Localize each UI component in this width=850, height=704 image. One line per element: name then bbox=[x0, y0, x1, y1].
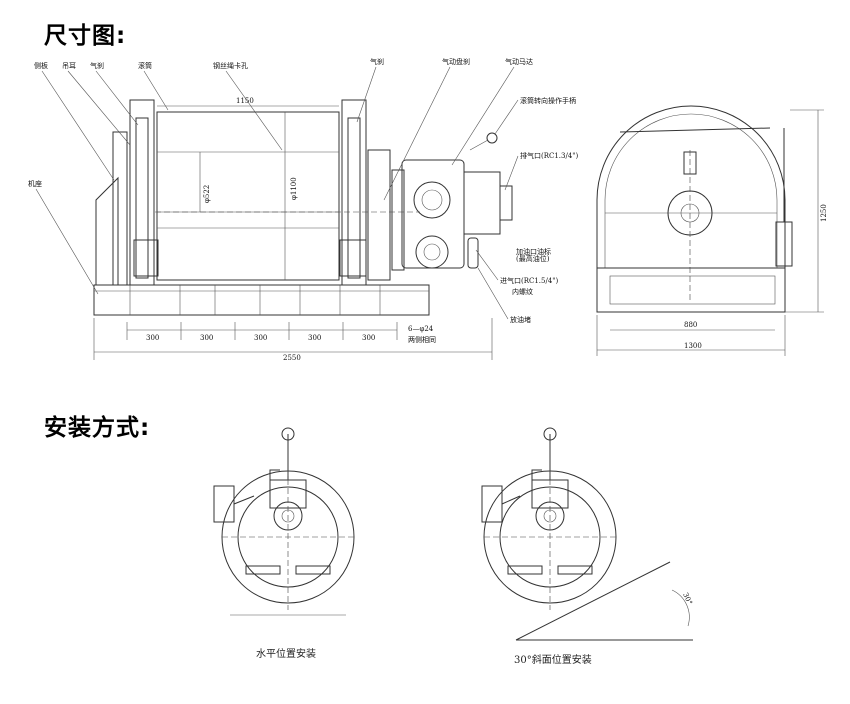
label-drum-reverse-handle: 滚筒转向操作手柄 bbox=[520, 96, 576, 105]
dim-diameter-large: φ1100 bbox=[290, 177, 298, 200]
right-drum-flange bbox=[341, 99, 367, 286]
label-oil-note-2: (最高油位) bbox=[516, 254, 550, 263]
incline-line bbox=[515, 561, 671, 641]
left-support bbox=[95, 176, 119, 286]
end-view-base bbox=[596, 267, 786, 313]
label-lifting-lug: 吊耳 bbox=[62, 62, 76, 70]
label-air-motor: 气动马达 bbox=[505, 57, 533, 66]
label-inner-thread: 内螺纹 bbox=[512, 287, 533, 296]
label-drum: 滚筒 bbox=[138, 61, 152, 70]
inclined-installation-diagram: 30° 30°斜面位置安装 bbox=[481, 427, 694, 666]
label-oil-note-1: 加油口油标 bbox=[516, 247, 551, 256]
dim-spacing-3: 300 bbox=[254, 334, 267, 342]
dim-both-sides-same: 两侧相同 bbox=[408, 335, 436, 344]
dimension-drawing-heading: 尺寸图: bbox=[44, 23, 127, 49]
dim-bolt-hole: 6—φ24 bbox=[408, 325, 434, 333]
dim-drum-length: 1150 bbox=[236, 97, 254, 105]
dim-end-inner-width: 880 bbox=[684, 321, 697, 329]
dim-spacing-4: 300 bbox=[308, 334, 321, 342]
label-drain: 放油堵 bbox=[510, 315, 531, 324]
inclined-installation-caption: 30°斜面位置安装 bbox=[514, 653, 592, 666]
dim-overall-length: 2550 bbox=[283, 354, 301, 362]
incline-angle-label: 30° bbox=[681, 591, 694, 606]
dim-spacing-1: 300 bbox=[146, 334, 159, 342]
dim-diameter-small: φ522 bbox=[203, 185, 211, 203]
label-rope-clamp: 钢丝绳卡孔 bbox=[213, 61, 248, 70]
label-exhaust-port: 排气口(RC1.3/4") bbox=[520, 151, 579, 160]
dim-end-height: 1250 bbox=[820, 204, 828, 222]
label-air-brake-right: 气刹 bbox=[370, 57, 384, 66]
label-air-disc-brake: 气动盘刹 bbox=[442, 57, 470, 66]
installation-method-heading: 安装方式: bbox=[44, 415, 151, 441]
disc-brake-housing bbox=[367, 149, 391, 281]
gearbox-housing bbox=[401, 159, 465, 269]
side-view-labels: 侧板 吊耳 气刹 滚筒 钢丝绳卡孔 气刹 气动盘刹 气动马达 滚筒转向操作手柄 … bbox=[28, 57, 579, 324]
drum-body bbox=[156, 111, 340, 281]
winch-end-view: 1250 880 1300 bbox=[596, 105, 828, 356]
drum-reverse-handle-knob bbox=[486, 132, 498, 144]
air-motor-body bbox=[463, 171, 501, 235]
label-base: 机座 bbox=[28, 179, 42, 188]
label-air-brake-left: 气刹 bbox=[90, 61, 104, 70]
horizontal-installation-diagram: 水平位置安装 bbox=[213, 427, 355, 660]
dim-spacing-2: 300 bbox=[200, 334, 213, 342]
winch-side-view bbox=[93, 99, 513, 316]
side-view-dimensions: 1150 φ522 φ1100 300 300 300 300 300 6—φ2… bbox=[93, 97, 493, 362]
dim-end-overall-width: 1300 bbox=[684, 342, 702, 350]
left-drum-flange bbox=[129, 99, 155, 286]
horizontal-installation-caption: 水平位置安装 bbox=[256, 647, 316, 660]
base-frame bbox=[93, 284, 430, 316]
label-side-plate: 侧板 bbox=[34, 61, 48, 70]
dim-spacing-5: 300 bbox=[362, 334, 375, 342]
label-intake-port: 进气口(RC1.5/4") bbox=[500, 276, 559, 285]
